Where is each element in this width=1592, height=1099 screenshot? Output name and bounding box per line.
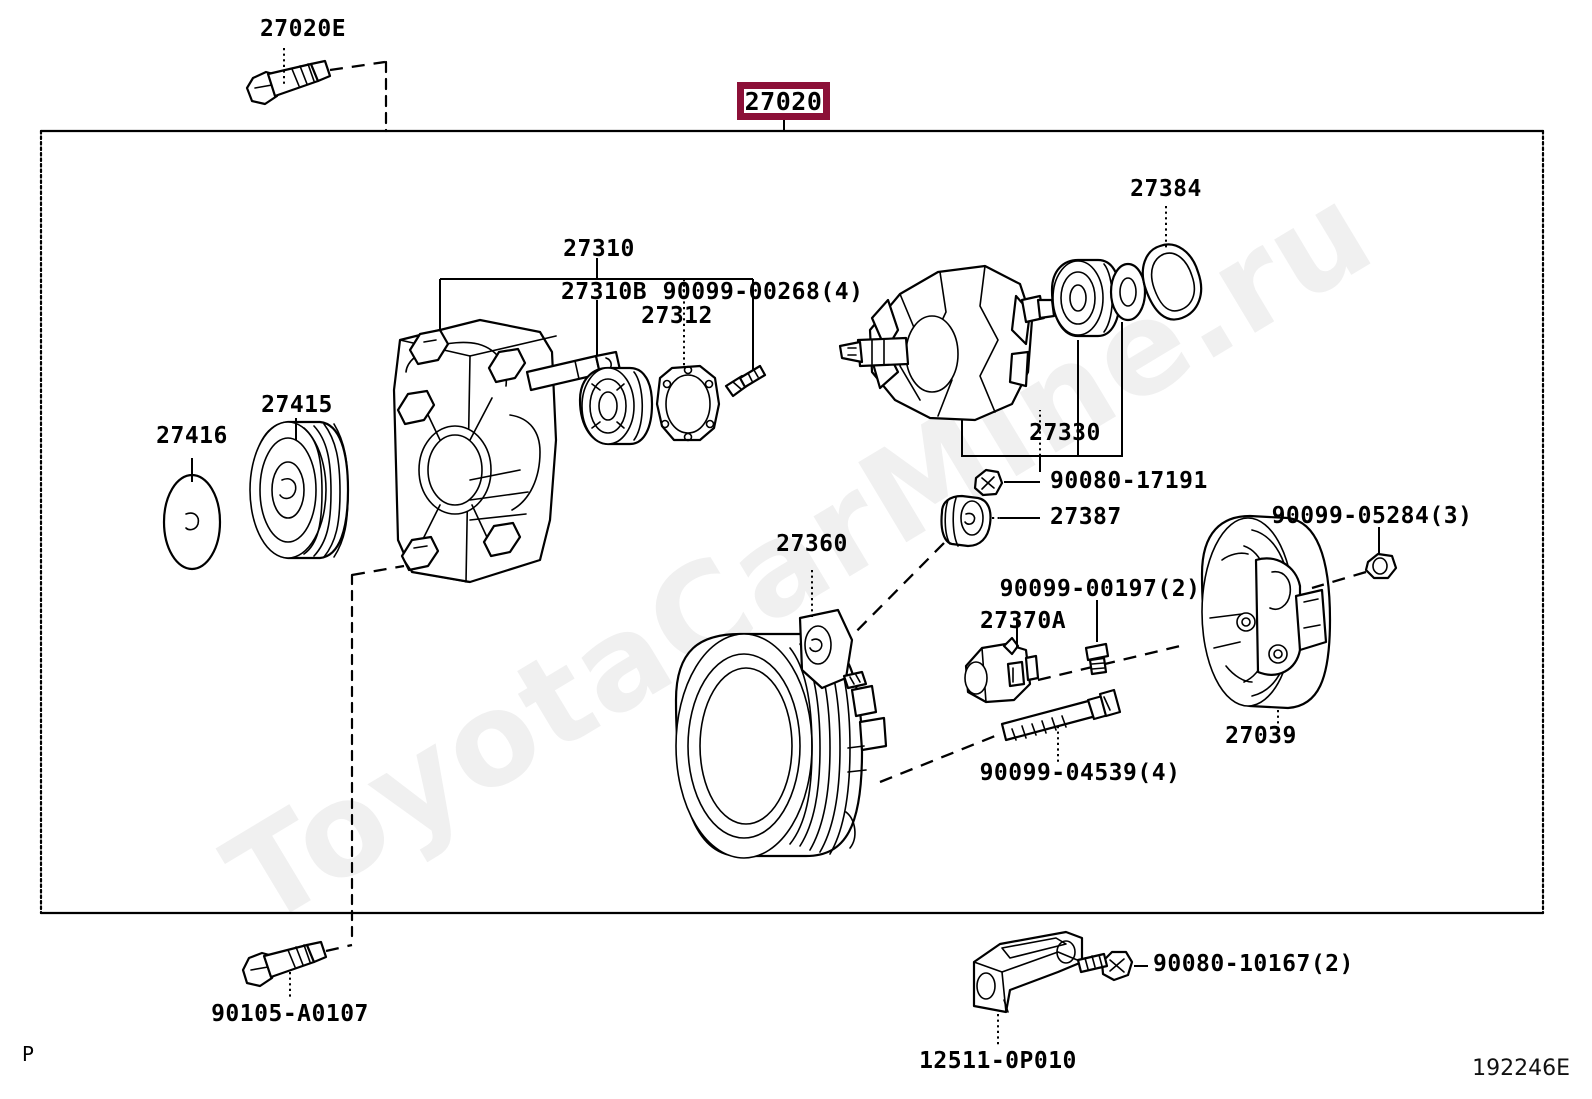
part-27310b-bearing xyxy=(578,366,654,446)
part-27039-rear-cover xyxy=(1200,514,1332,710)
label-90099-00197: 90099-00197(2) xyxy=(999,576,1201,602)
label-90080-17191: 90080-17191 xyxy=(1050,468,1208,494)
part-12511-0p010-bracket xyxy=(972,930,1084,1014)
part-27310b-drive-end-frame xyxy=(392,318,622,584)
label-27312: 27312 xyxy=(641,303,713,329)
part-90099-00197-screw xyxy=(1084,642,1110,676)
label-27310: 27310 xyxy=(563,236,635,262)
assembly-code-badge[interactable]: 27020 xyxy=(737,82,830,120)
label-27370a: 27370A xyxy=(979,608,1067,634)
label-27384: 27384 xyxy=(1130,176,1202,202)
part-90080-10167-screw xyxy=(1076,950,1134,982)
part-27312-retainer-plate xyxy=(655,364,721,442)
part-27330-rotor xyxy=(838,264,1056,422)
label-90080-10167: 90080-10167(2) xyxy=(1153,951,1354,977)
label-27310b: 27310B xyxy=(560,279,648,305)
label-27415: 27415 xyxy=(261,392,333,418)
label-27039: 27039 xyxy=(1225,723,1297,749)
label-90105-a0107: 90105-A0107 xyxy=(211,1001,369,1027)
part-90099-00268-screw xyxy=(724,364,767,398)
label-27020e: 27020E xyxy=(259,16,347,42)
label-90099-04539: 90099-04539(4) xyxy=(979,760,1181,786)
part-27330-washer xyxy=(1109,262,1147,322)
label-12511-0p010: 12511-0P010 xyxy=(919,1048,1077,1074)
part-90105-a0107-bolt xyxy=(241,940,328,988)
label-27360: 27360 xyxy=(776,531,848,557)
part-27384-grommet xyxy=(1141,243,1203,321)
part-27020e-bolt xyxy=(245,59,332,106)
part-27415-pulley xyxy=(249,420,350,560)
part-27387-insulator xyxy=(940,494,992,548)
part-27360-stator xyxy=(674,608,888,859)
label-27416: 27416 xyxy=(156,423,228,449)
label-27387: 27387 xyxy=(1050,504,1122,530)
part-90080-17191-nut xyxy=(973,468,1004,497)
part-27416-cap xyxy=(162,473,222,571)
part-27330-bearing xyxy=(1050,258,1122,338)
sheet-id: 192246E xyxy=(1472,1056,1570,1081)
part-27370a-regulator xyxy=(964,636,1040,704)
part-90099-05284-nut xyxy=(1364,552,1398,580)
page-marker: P xyxy=(22,1042,35,1066)
part-90099-04539-bolt xyxy=(1000,688,1122,742)
label-90099-05284: 90099-05284(3) xyxy=(1271,503,1473,529)
label-90099-00268: 90099-00268(4) xyxy=(662,279,864,305)
label-27330: 27330 xyxy=(1029,420,1101,446)
